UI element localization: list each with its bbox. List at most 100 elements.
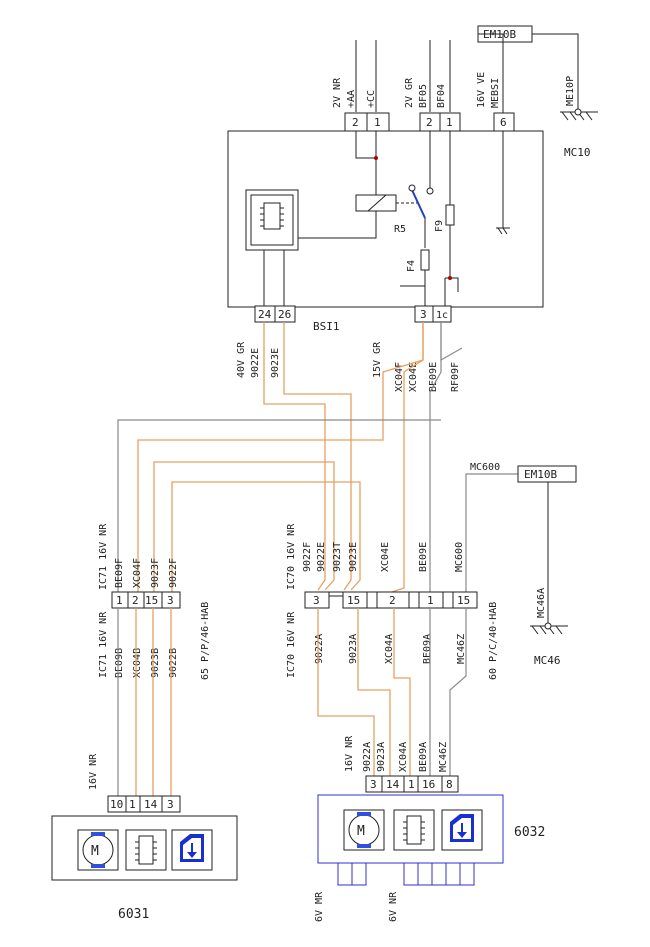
ic71-bottom-wire-3: 9023B	[150, 648, 161, 678]
ic70-pin-3: 3	[313, 594, 320, 607]
bsi-c1-spec: 2V NR	[332, 77, 343, 108]
mc600-label: MC600	[470, 462, 500, 473]
m6031-label: 6031	[118, 907, 149, 922]
ic71-bottom-wire-2: XC04B	[132, 648, 143, 678]
bsi-pin-24-label: 24	[258, 308, 272, 321]
ground-symbol-icon	[574, 108, 582, 116]
ic71-pin-2: 2	[132, 594, 139, 607]
ground-right: MC600 EM10B MC46A MC46	[470, 462, 577, 667]
bsi-pin-1c	[432, 305, 452, 323]
ic71-title-bottom: IC71 16V NR	[98, 611, 109, 678]
ic71-top-wire-4: 9022F	[168, 558, 179, 588]
bsi-c2-wire-bf05: BF05	[418, 84, 429, 108]
m6032-bottom-right-spec: 6V NR	[388, 891, 399, 922]
bsi-br-spec: 15V GR	[372, 341, 383, 378]
m6032-outline	[317, 794, 504, 864]
m6032-pin-16: 16	[422, 778, 435, 791]
bsi-outline	[227, 130, 544, 308]
m6032-wire-3: XC04A	[398, 742, 409, 772]
bsi-pin-26-label: 26	[278, 308, 291, 321]
connector-ic71: IC71 16V NR BE09F XC04F 9023F 9022F 1 2 …	[98, 523, 211, 798]
bsi-c2-spec: 2V GR	[404, 77, 415, 108]
m6032-pin-14: 14	[386, 778, 400, 791]
m6031-pin-10: 10	[110, 798, 123, 811]
harness-wires	[117, 322, 518, 593]
ic70-pin-15b: 15	[457, 594, 470, 607]
bsi-br-wire-xc04e: XC04E	[408, 362, 419, 392]
ic70-pin-1: 1	[427, 594, 434, 607]
bsi-module: R5 F9 F4 BSI1 24 26 3 1c	[227, 130, 544, 333]
ic70-top-wire-5: XC04E	[380, 542, 391, 572]
bsi-bl-wire-9023e: 9023E	[270, 348, 281, 378]
bsi-pin-26	[274, 305, 296, 323]
ic71-note: 65 P/P/46-HAB	[200, 602, 211, 680]
me10p-label: ME10P	[565, 76, 576, 106]
m6032-pin-3: 3	[370, 778, 377, 791]
m6032-pin-1: 1	[408, 778, 415, 791]
relay-r5-switch	[411, 189, 426, 219]
m6032-wire-1: 9022A	[362, 742, 373, 772]
bsi-c1-pin-2-label: 2	[352, 116, 359, 129]
relay-r5-label: R5	[394, 224, 406, 235]
mc46-label: MC46	[534, 654, 561, 667]
m6031-outline	[51, 815, 238, 881]
m6032-spec: 16V NR	[344, 735, 355, 772]
m6032-bottom-left-spec: 6V MR	[314, 891, 325, 922]
ic70-top-wire-1: 9022F	[302, 542, 313, 572]
fuse-f4-label: F4	[406, 260, 417, 272]
bsi-ecu-frame	[245, 189, 299, 251]
bsi-bl-wire-9022e: 9022E	[250, 348, 261, 378]
m6031-pin-14: 14	[144, 798, 158, 811]
bsi-c1-pin-1-label: 1	[374, 116, 381, 129]
module-6032: 16V NR 9022A 9023A XC04A BE09A MC46Z 3 1…	[314, 735, 545, 922]
motor-icon: M	[343, 809, 385, 851]
svg-text:M: M	[357, 824, 365, 839]
me10p-wire	[532, 33, 579, 112]
module-6031: 16V NR 10 1 14 3 M	[51, 753, 238, 922]
svg-text:M: M	[91, 844, 99, 859]
bsi-top-connectors: 2V NR +AA +CC 2V GR BF05 BF04 16V VE MEB…	[332, 40, 515, 132]
m6031-spec: 16V NR	[88, 753, 99, 790]
ic70-bottom-wire-1: 9022A	[314, 634, 325, 664]
ic71-top-wire-2: XC04F	[132, 558, 143, 588]
fuse-f9	[445, 204, 455, 226]
ic70-top-wire-6: BE09E	[418, 542, 429, 572]
ic70-bottom-wire-4: BE09A	[422, 634, 433, 664]
ic70-top-wire-3: 9023T	[332, 542, 343, 572]
ic71-top-wire-3: 9023F	[150, 558, 161, 588]
bsi-c1-wire-cc: +CC	[366, 90, 377, 108]
m6032-wire-4: BE09A	[418, 742, 429, 772]
m6032-label: 6032	[514, 825, 545, 840]
bsi-c2-wire-bf04: BF04	[436, 84, 447, 108]
ic71-top-wire-1: BE09F	[114, 558, 125, 588]
bsi-c3-pin-6-label: 6	[500, 116, 507, 129]
ic70-note: 60 P/C/40-HAB	[488, 602, 499, 680]
bsi-br-wire-rf09f: RF09F	[450, 362, 461, 392]
window-lift-icon	[441, 809, 483, 851]
mc10-label: MC10	[564, 146, 591, 159]
mc46a-label: MC46A	[536, 588, 547, 618]
ic71-pin-3: 3	[167, 594, 174, 607]
ground-symbol-icon	[544, 622, 552, 630]
m6032-wire-5: MC46Z	[438, 742, 449, 772]
ic71-pin-15: 15	[145, 594, 158, 607]
bsi-bottom-labels: 40V GR 9022E 9023E 15V GR XC04F XC04E BE…	[236, 341, 461, 392]
bsi-br-wire-be09e: BE09E	[428, 362, 439, 392]
ecu-chip-icon	[125, 829, 167, 871]
ic71-pin-1: 1	[116, 594, 123, 607]
ic71-bottom-wire-4: 9022B	[168, 648, 179, 678]
em10b-right-box	[517, 465, 577, 483]
ic70-title: IC70 16V NR	[286, 523, 297, 590]
ic70-bottom-wire-3: XC04A	[384, 634, 395, 664]
bsi-c1-wire-aa: +AA	[346, 90, 357, 108]
bsi-c2-pin-1-label: 1	[446, 116, 453, 129]
bsi-pin-1c-label: 1c	[436, 310, 448, 321]
bsi-pin-3-label: 3	[420, 308, 427, 321]
ic70-pin-2: 2	[389, 594, 396, 607]
fuse-f4	[420, 249, 430, 271]
m6031-pin-3: 3	[167, 798, 174, 811]
bsi-ecu-chip-icon	[260, 202, 284, 230]
ic70-top-wire-7: MC600	[454, 542, 465, 572]
motor-icon: M	[77, 829, 119, 871]
